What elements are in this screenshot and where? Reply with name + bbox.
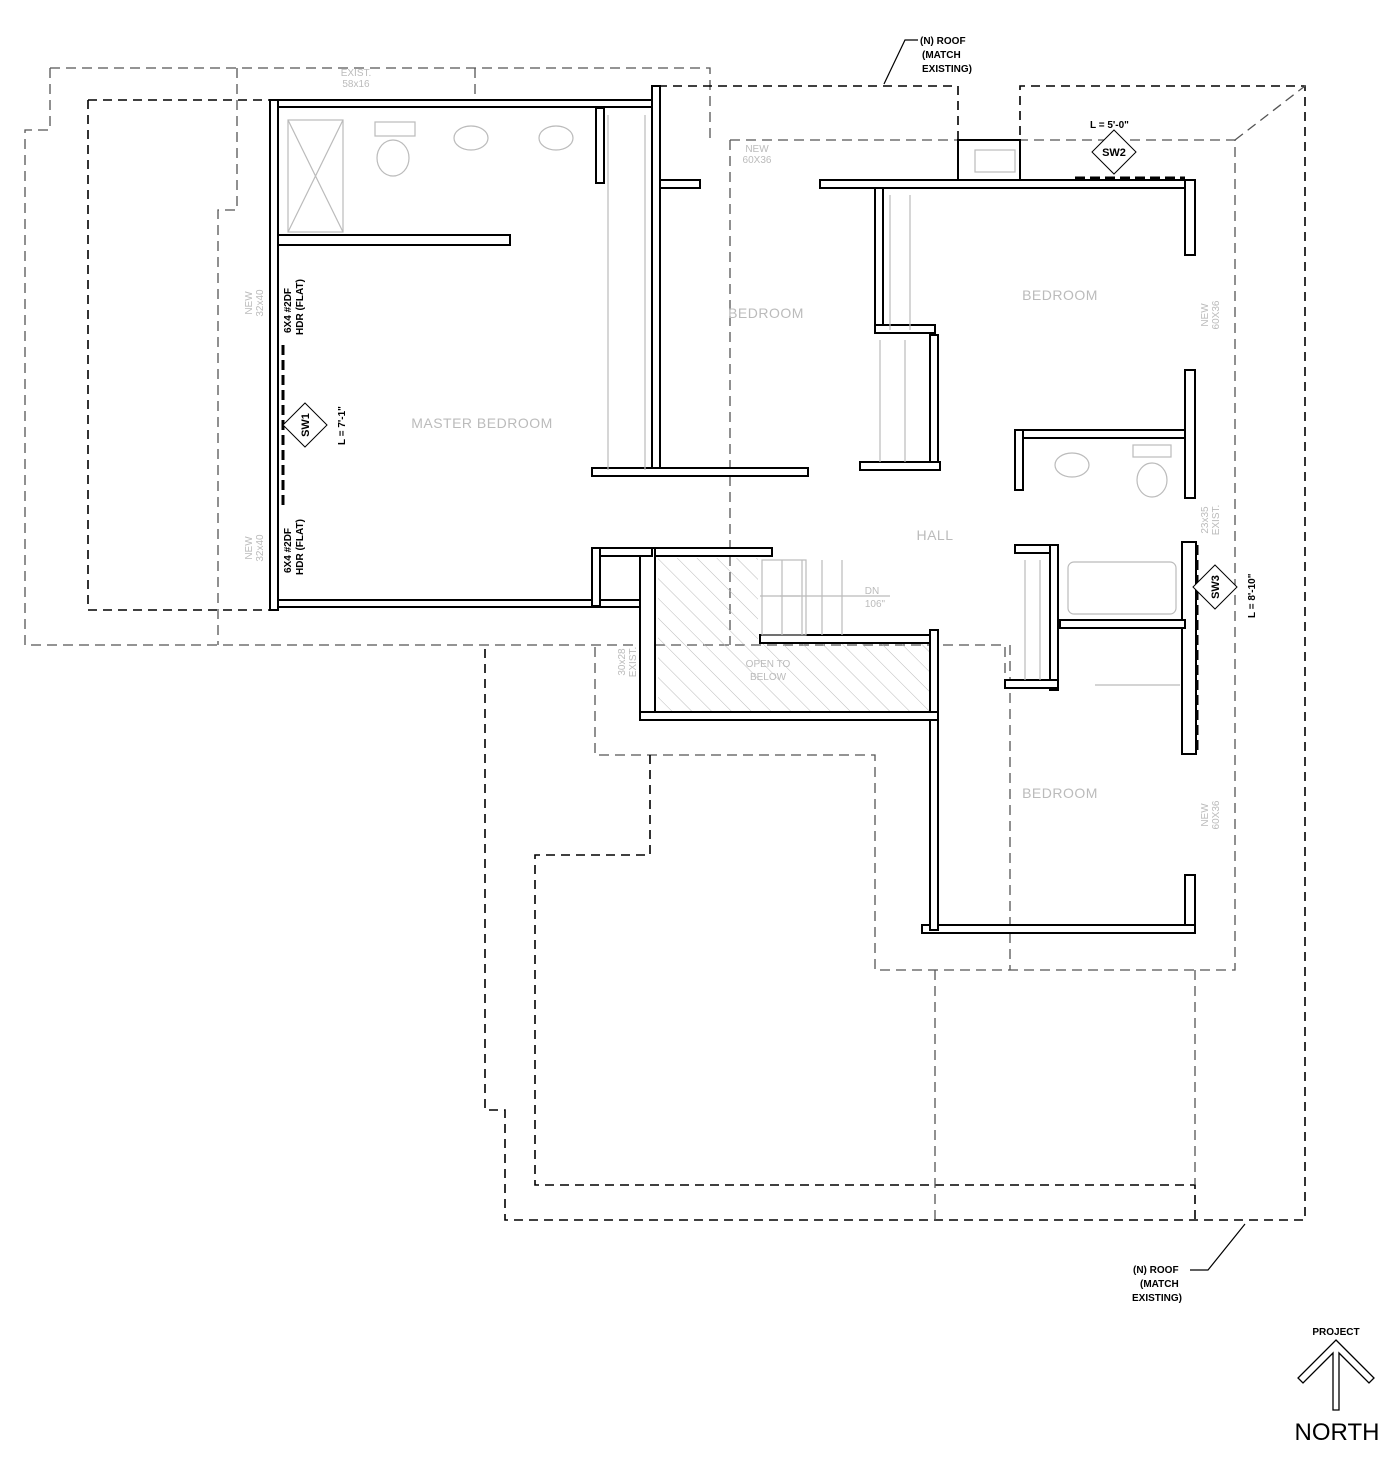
svg-text:(N) ROOF: (N) ROOF (1133, 1265, 1179, 1276)
stair-treads (760, 560, 890, 635)
stair-height: 106" (865, 599, 886, 610)
room-label-bedroom-3: BEDROOM (1022, 785, 1098, 801)
svg-text:(MATCH: (MATCH (1140, 1279, 1179, 1290)
open-to-below-label: BELOW (750, 672, 787, 683)
room-label-bedroom-2: BEDROOM (1022, 287, 1098, 303)
window-label: 32x40 (255, 289, 266, 317)
svg-text:EXISTING): EXISTING) (1132, 1293, 1182, 1304)
svg-text:EXISTING): EXISTING) (922, 64, 972, 75)
window-label: NEW (1200, 803, 1211, 827)
header-note: HDR (FLAT) (295, 519, 306, 575)
svg-text:(N) ROOF: (N) ROOF (920, 36, 966, 47)
window-label: NEW (745, 144, 769, 155)
north-label: NORTH (1295, 1419, 1380, 1446)
window-label: NEW (244, 291, 255, 315)
room-label-master-bedroom: MASTER BEDROOM (411, 415, 553, 431)
window-label: EXIST. (341, 68, 372, 79)
window-label: EXIST. (628, 647, 639, 678)
window-label: 60X36 (1211, 800, 1222, 829)
shear-wall-tag-sw1: SW1 L = 7'-1" (282, 402, 348, 448)
window-label: 30x28 (617, 648, 628, 676)
svg-text:SW1: SW1 (300, 413, 312, 437)
window-label: 23x35 (1200, 506, 1211, 534)
walls (269, 85, 1197, 934)
fixtures (287, 115, 1180, 686)
window-label: 58x16 (342, 79, 370, 90)
window-label: EXIST. (1211, 505, 1222, 536)
header-note: 6X4 #2DF (283, 528, 294, 573)
stair-direction: DN (865, 586, 879, 597)
svg-text:L = 5'-0": L = 5'-0" (1090, 120, 1129, 131)
room-label-hall: HALL (916, 527, 953, 543)
roof-note-top: (N) ROOF (MATCH EXISTING) (883, 36, 972, 85)
svg-text:(MATCH: (MATCH (922, 50, 961, 61)
window-label: 32x40 (255, 534, 266, 562)
room-label-bedroom-1: BEDROOM (728, 305, 804, 321)
north-arrow: PROJECT NORTH (1295, 1327, 1380, 1446)
window-label: NEW (1200, 303, 1211, 327)
shear-wall-tag-sw3: SW3 L = 8'-10" (1192, 564, 1258, 618)
header-note: HDR (FLAT) (295, 279, 306, 335)
roof-note-bottom: (N) ROOF (MATCH EXISTING) (1132, 1223, 1246, 1304)
open-to-below-label: OPEN TO (746, 659, 791, 670)
window-label: NEW (244, 536, 255, 560)
open-to-below-hatch (658, 558, 930, 712)
window-label: 60X36 (1211, 300, 1222, 329)
svg-text:SW2: SW2 (1102, 147, 1126, 159)
svg-text:L = 7'-1": L = 7'-1" (337, 406, 348, 445)
north-arrow-icon (1297, 1339, 1375, 1411)
window-label: 60X36 (743, 155, 772, 166)
svg-text:L = 8'-10": L = 8'-10" (1247, 573, 1258, 618)
shear-wall-tag-sw2: SW2 L = 5'-0" (1090, 120, 1137, 175)
header-note: 6X4 #2DF (283, 288, 294, 333)
north-arrow-label: PROJECT (1312, 1327, 1359, 1338)
svg-text:SW3: SW3 (1210, 575, 1222, 599)
